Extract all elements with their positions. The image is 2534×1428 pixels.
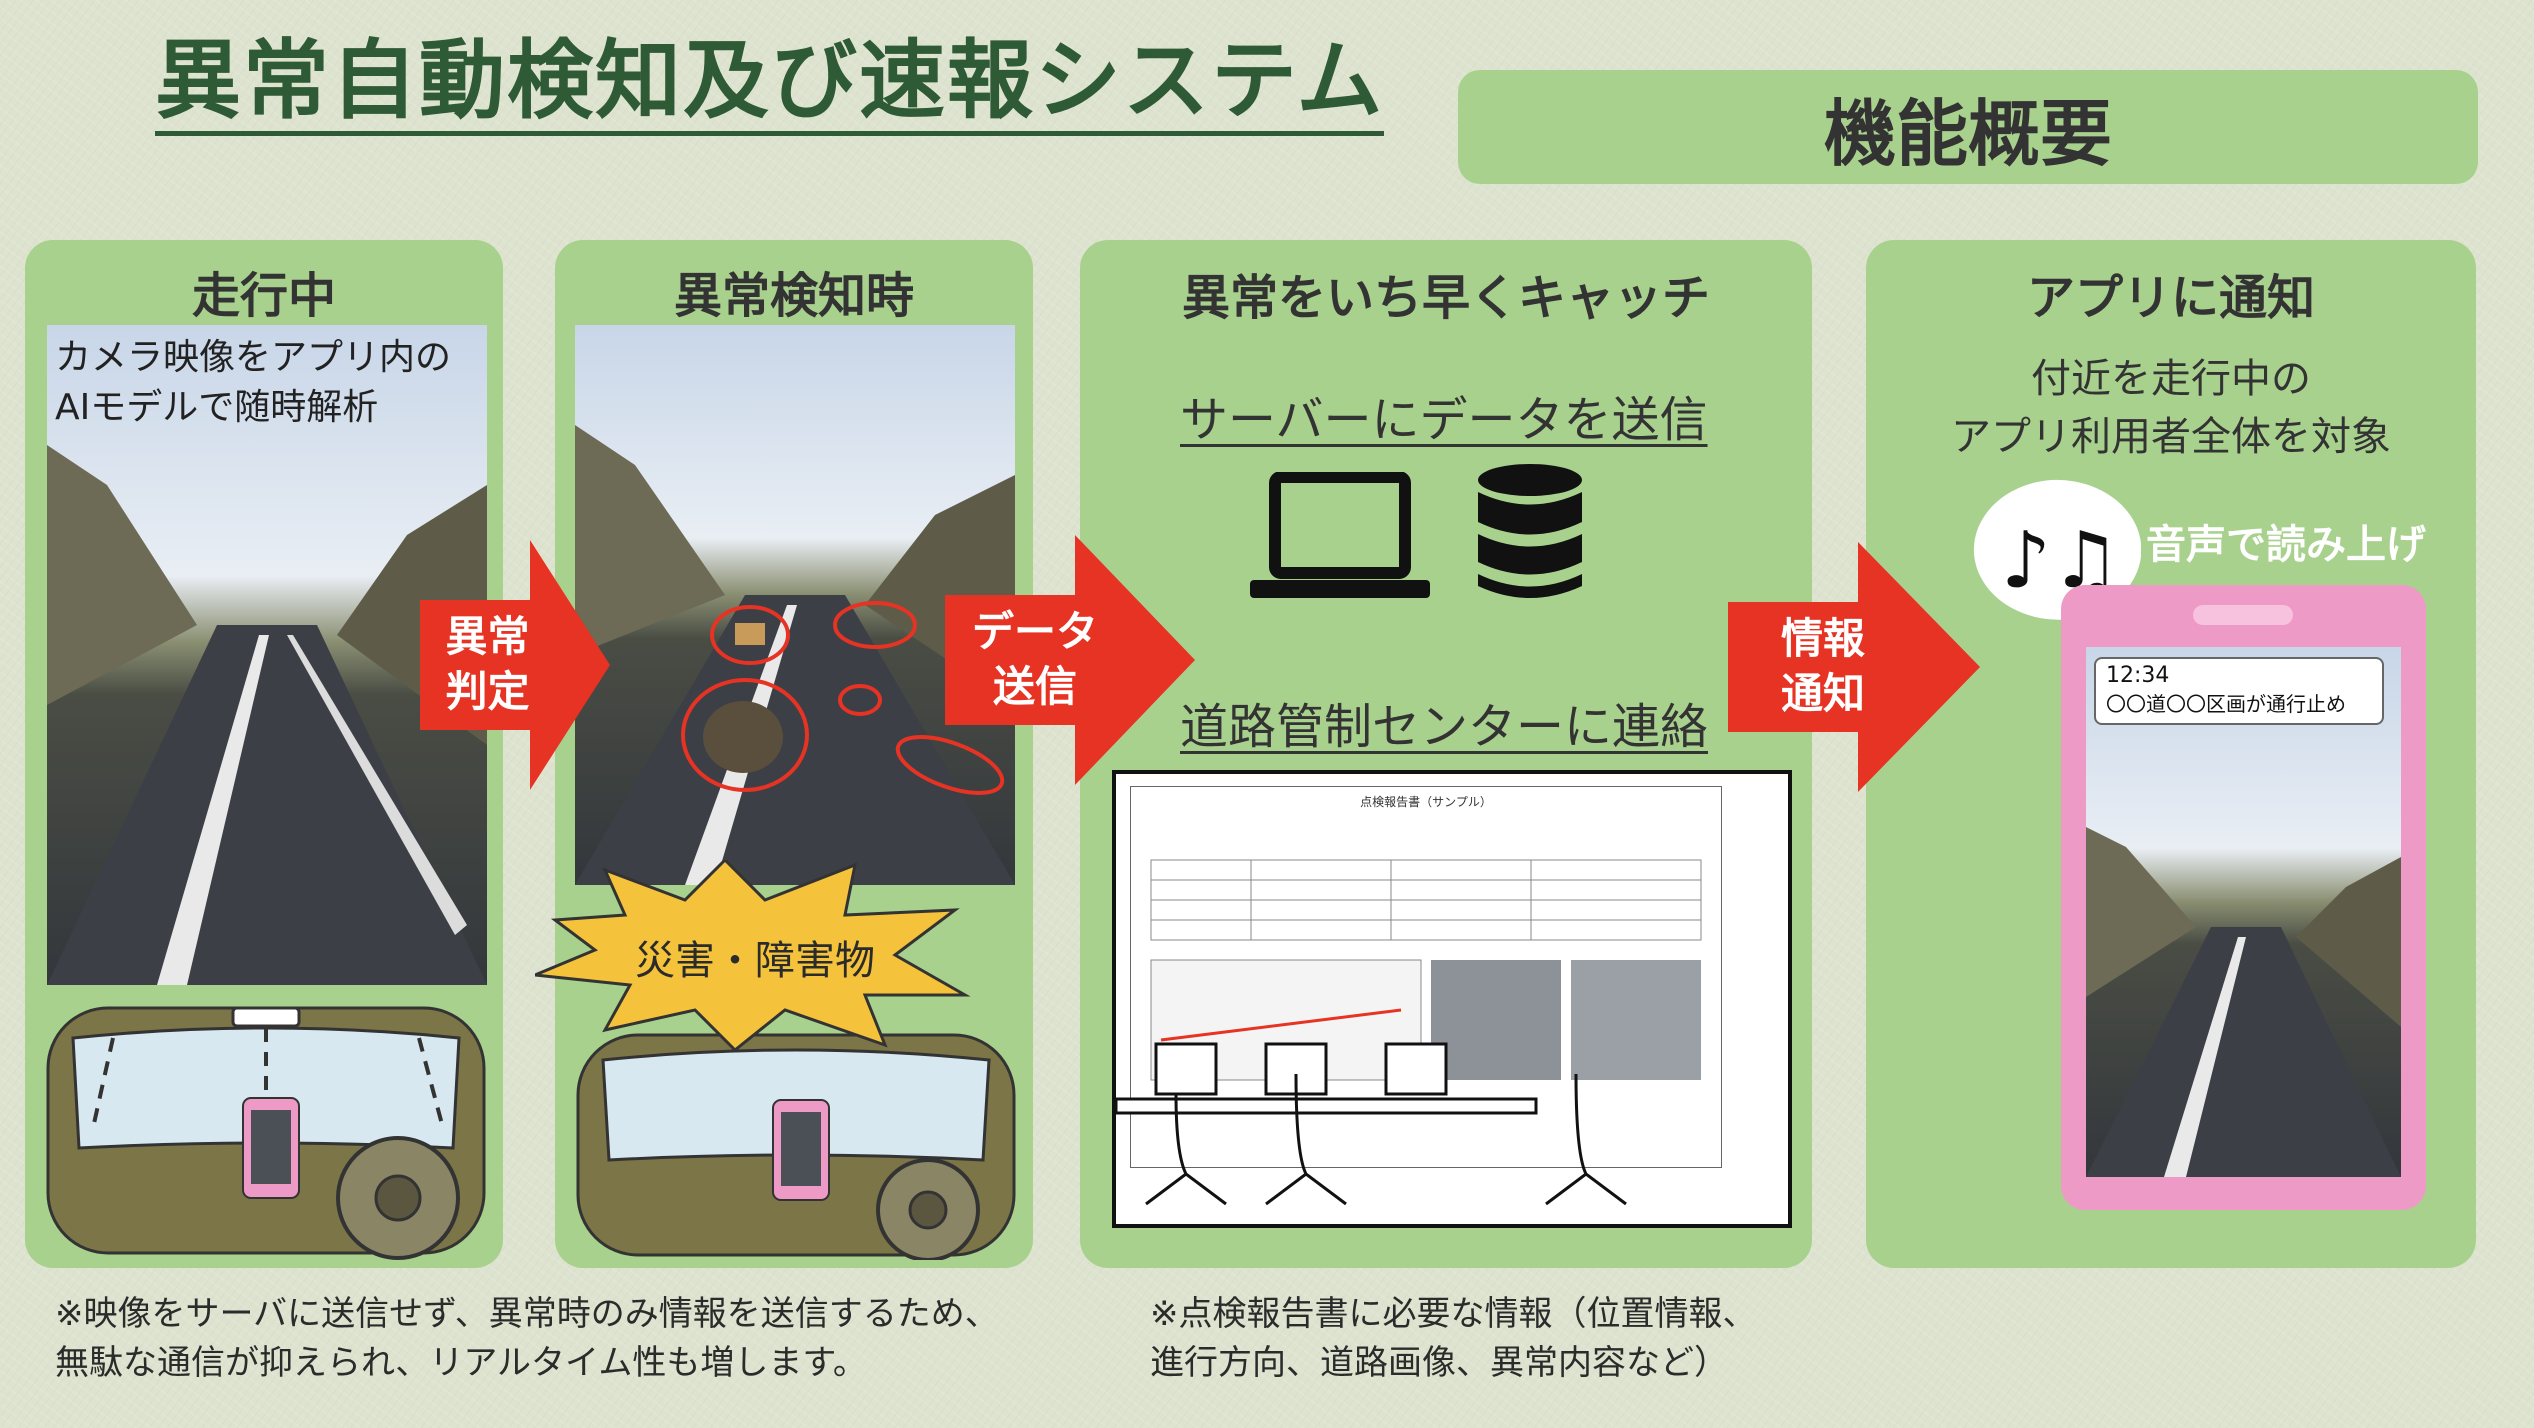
page-title: 異常自動検知及び速報システム [155, 32, 1385, 136]
report-title: 点検報告書（サンプル） [1360, 795, 1492, 809]
target-line-2: アプリ利用者全体を対象 [1951, 414, 2391, 460]
server-send-label: サーバーにデータを送信 [1180, 392, 1708, 448]
notification-card: 12:34 〇〇道〇〇区画が通行止め [2094, 657, 2384, 725]
panel-detection: 異常検知時 災害・障害物 [534, 240, 1033, 1268]
report-sheet: 点検報告書（サンプル） [1130, 786, 1722, 1168]
arrow-info-notify: 情報 通知 [1728, 542, 1980, 792]
arrow-data-send: データ 送信 [945, 535, 1195, 785]
control-room-image: 点検報告書（サンプル） [1112, 770, 1792, 1228]
steering-wheel-icon [336, 1136, 460, 1260]
note-left: ※映像をサーバに送信せず、異常時のみ情報を送信するため、 無駄な通信が抑えられ、… [55, 1294, 999, 1384]
smartphone: 12:34 〇〇道〇〇区画が通行止め [2061, 585, 2426, 1210]
panel-driving-title: 走行中 [191, 268, 336, 324]
notification-text: 〇〇道〇〇区画が通行止め [2106, 692, 2346, 716]
feature-overview-box: 機能概要 [1458, 70, 2478, 184]
voice-readout-label: 音声で読み上げ [2146, 522, 2426, 568]
target-line-1: 付近を走行中の [2031, 356, 2311, 402]
arrow-info-notify-label: 情報 通知 [1780, 614, 1865, 718]
road-photo-anomaly [575, 325, 1015, 885]
control-center-label: 道路管制センターに連絡 [1180, 699, 1709, 755]
note-right: ※点検報告書に必要な情報（位置情報、 進行方向、道路画像、異常内容など） [1150, 1294, 1757, 1384]
database-icon [1478, 464, 1582, 598]
panel-notify-title: アプリに通知 [2026, 270, 2315, 326]
arrow-data-send-label: データ 送信 [971, 607, 1098, 711]
burst-label: 災害・障害物 [635, 938, 875, 984]
dashboard-illustration [46, 1006, 486, 1260]
panel-catch: 異常をいち早くキャッチ サーバーにデータを送信 道路管制センターに連絡 点検報告… [1080, 240, 1812, 1268]
arrow-anomaly-judge-label: 異常 判定 [445, 612, 530, 716]
disaster-burst: 災害・障害物 [534, 857, 975, 1053]
phone-road-screen: 12:34 〇〇道〇〇区画が通行止め [2086, 647, 2401, 1177]
dashboard-illustration-2 [576, 1033, 1016, 1260]
panel-notify: アプリに通知 付近を走行中の アプリ利用者全体を対象 ♪♫ 音声で読み上げ 12… [1866, 240, 2476, 1268]
panel-detection-title: 異常検知時 [673, 268, 914, 324]
panel-catch-title: 異常をいち早くキャッチ [1181, 270, 1710, 326]
feature-overview-label: 機能概要 [1823, 91, 2112, 176]
notification-time: 12:34 [2106, 663, 2170, 688]
caption-line-2: AIモデルで随時解析 [55, 387, 379, 429]
laptop-icon [1250, 472, 1430, 598]
arrow-anomaly-judge: 異常 判定 [420, 540, 610, 790]
caption-line-1: カメラ映像をアプリ内の [55, 337, 452, 378]
